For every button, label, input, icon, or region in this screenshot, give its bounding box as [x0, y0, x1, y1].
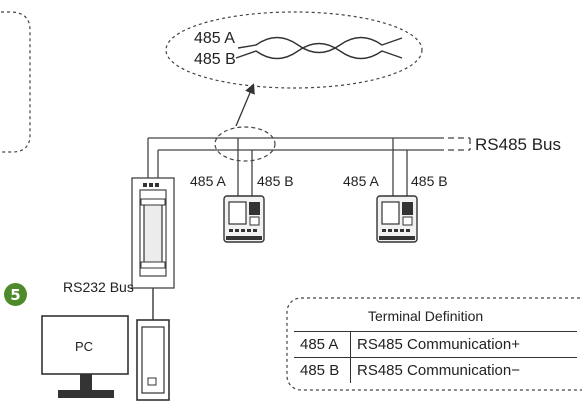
- pc-tower: [136, 319, 170, 401]
- device-1-drops: [237, 138, 253, 200]
- terminal-cell: 485 A: [294, 331, 351, 358]
- definition-cell: RS485 Communication+: [350, 331, 577, 358]
- table-row: 485 B RS485 Communication−: [294, 357, 577, 383]
- device-2-terminal-b: 485 B: [411, 173, 448, 189]
- terminal-definition-title: Terminal Definition: [368, 308, 484, 324]
- terminal-cell: 485 B: [294, 357, 351, 383]
- rs485-bus-label: RS485 Bus: [475, 135, 561, 154]
- device-1-terminal-b: 485 B: [257, 173, 294, 189]
- twisted-pair-wire: [235, 36, 403, 60]
- access-terminal-1: [223, 195, 265, 243]
- device-2-terminal-a: 485 A: [343, 173, 379, 189]
- twisted-pair-callout: [165, 11, 423, 89]
- pc-label: PC: [75, 339, 94, 354]
- rs232-rs485-converter: [131, 177, 175, 289]
- rs485-bus-end-dashed: [438, 137, 471, 151]
- device-1-terminal-a: 485 A: [190, 173, 226, 189]
- step-badge: 5: [4, 283, 27, 306]
- pc-monitor: [41, 315, 129, 398]
- terminal-definition-table: 485 A RS485 Communication+ 485 B RS485 C…: [294, 331, 577, 383]
- device-2-drops: [392, 138, 408, 200]
- access-terminal-2: [376, 195, 418, 243]
- twisted-pair-label-b: 485 B: [194, 51, 236, 68]
- left-dashed-box: [0, 11, 31, 153]
- rs232-bus-label: RS232 Bus: [63, 279, 134, 295]
- rs485-bus-lines: [147, 137, 438, 178]
- table-row: 485 A RS485 Communication+: [294, 331, 577, 358]
- twisted-pair-label-a: 485 A: [194, 30, 235, 47]
- terminal-definition-frame: [286, 297, 582, 391]
- callout-arrow: [235, 83, 255, 127]
- bus-tap-callout: [214, 126, 276, 162]
- definition-cell: RS485 Communication−: [350, 357, 577, 383]
